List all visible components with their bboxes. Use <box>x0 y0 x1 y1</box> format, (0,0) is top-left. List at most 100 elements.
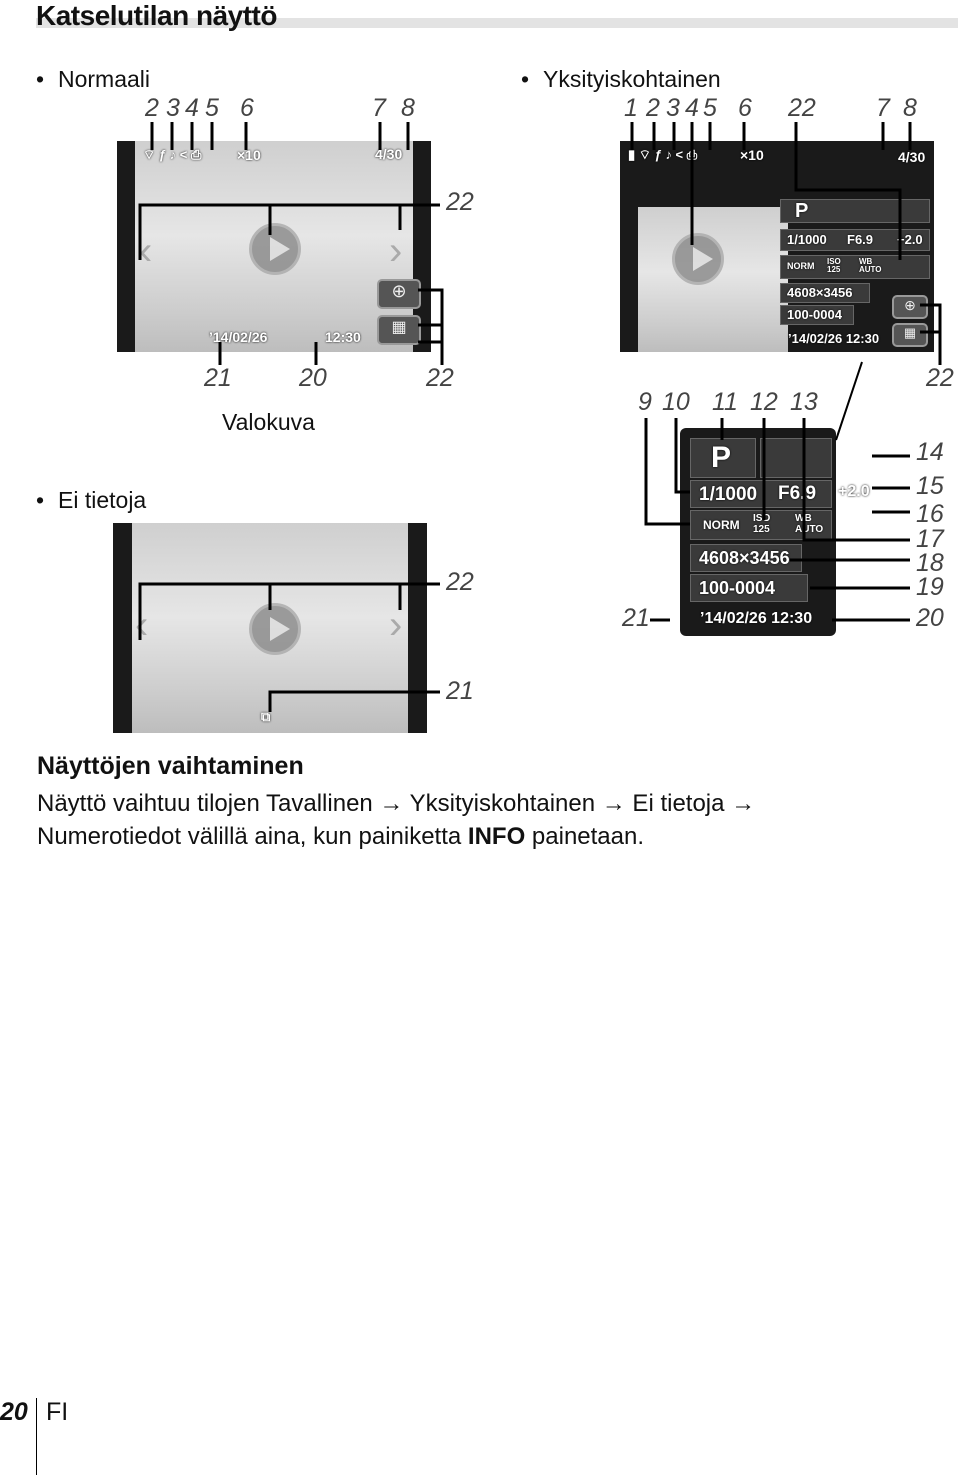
callout-22-b: 22 <box>426 364 454 392</box>
photo-date: ’14/02/26 <box>209 329 268 345</box>
datetime: ’14/02/26 12:30 <box>700 610 813 627</box>
callout-17: 17 <box>916 525 944 553</box>
callout-22-d: 22 <box>788 94 816 122</box>
prev-arrow-icon[interactable]: ‹ <box>139 229 153 273</box>
sequence-icon: ⧉ <box>261 709 271 724</box>
exposure-comp: +2.0 <box>897 232 923 247</box>
file-number: 100-0004 <box>787 307 842 322</box>
play-icon[interactable] <box>249 603 301 655</box>
exposure-box: 1/1000 F6.9 +2.0 <box>780 229 930 251</box>
histogram <box>760 438 832 478</box>
footer-divider <box>36 1398 37 1475</box>
language-code: FI <box>46 1398 69 1426</box>
callout-21: 21 <box>204 364 232 392</box>
callout-5: 5 <box>205 94 219 122</box>
callout-9: 9 <box>638 388 652 416</box>
frame-count: 4/30 <box>898 149 926 165</box>
callout-4: 4 <box>685 94 699 122</box>
detailed-screen: ▮ ⌔ ƒ ♪ < ⎙ ×10 4/30 P 1/1000 F6.9 +2.0 … <box>620 141 934 352</box>
callout-18: 18 <box>916 549 944 577</box>
callout-16: 16 <box>916 500 944 528</box>
normal-label: Normaali <box>36 66 150 93</box>
callout-3: 3 <box>166 94 180 122</box>
photo-time: 12:30 <box>325 329 361 345</box>
callout-2: 2 <box>646 94 660 122</box>
file-number-box: 100-0004 <box>690 574 808 602</box>
frame-count: 4/30 <box>375 146 403 162</box>
zoomed-info-panel: P 1/1000 F6.9 +2.0 NORM ISO 125 WB AUTO … <box>680 428 870 636</box>
callout-20: 20 <box>299 364 327 392</box>
next-arrow-icon[interactable]: › <box>389 229 403 273</box>
copies-count: ×10 <box>740 147 764 163</box>
paragraph-line-1: Näyttö vaihtuu tilojen Tavallinen → Yksi… <box>37 790 756 817</box>
callout-14: 14 <box>916 438 944 466</box>
quality: NORM <box>787 261 815 271</box>
image-size: 4608×3456 <box>699 548 790 568</box>
callout-19: 19 <box>916 573 944 601</box>
iso: ISO 125 <box>753 513 771 535</box>
info-button-label: INFO <box>467 823 526 850</box>
index-icon[interactable]: ▦ <box>892 323 928 347</box>
shooting-mode: P <box>795 200 809 222</box>
callout-8: 8 <box>903 94 917 122</box>
callout-2: 2 <box>145 94 159 122</box>
callout-15: 15 <box>916 472 944 500</box>
zoom-icon[interactable]: ⊕ <box>377 279 421 309</box>
play-icon[interactable] <box>672 233 724 285</box>
callout-1: 1 <box>624 94 638 122</box>
callout-22-a: 22 <box>446 188 474 216</box>
callout-lines <box>138 122 942 712</box>
callout-13: 13 <box>790 388 818 416</box>
callout-21: 21 <box>622 604 650 632</box>
callout-4: 4 <box>185 94 199 122</box>
file-number: 100-0004 <box>699 578 776 598</box>
callout-7: 7 <box>876 94 890 122</box>
settings-box: NORM ISO 125 WB AUTO <box>690 510 832 540</box>
aperture: F6.9 <box>847 232 874 247</box>
shooting-mode: P <box>711 441 732 474</box>
callout-6: 6 <box>240 94 254 122</box>
zoom-icon[interactable]: ⊕ <box>892 295 928 319</box>
quality: NORM <box>703 518 740 532</box>
section-heading: Näyttöjen vaihtaminen <box>37 752 304 780</box>
callout-20: 20 <box>916 604 944 632</box>
image-size: 4608×3456 <box>787 285 853 300</box>
callout-5: 5 <box>703 94 717 122</box>
image-size-box: 4608×3456 <box>690 544 802 572</box>
noinfo-label: Ei tietoja <box>36 487 146 514</box>
exposure-box: 1/1000 <box>690 480 832 508</box>
callout-22-c: 22 <box>446 568 474 596</box>
mode-histogram-box: P <box>780 199 930 223</box>
status-icons: ▮ ⌔ ƒ ♪ < ⎙ <box>628 147 698 162</box>
settings-box: NORM ISO 125 WB AUTO <box>780 255 930 279</box>
white-balance: WB AUTO <box>859 257 882 274</box>
prev-arrow-icon[interactable]: ‹ <box>135 603 149 647</box>
page-number: 20 <box>0 1398 28 1426</box>
shutter-speed: 1/1000 <box>787 232 827 247</box>
shutter-speed: 1/1000 <box>699 484 758 505</box>
photo-caption: Valokuva <box>222 409 315 435</box>
normal-screen: ⌔ ƒ ♪ < ⎙ ×10 4/30 ‹ › ⊕ ▦ ’14/02/26 12:… <box>117 141 431 352</box>
callout-21-b: 21 <box>446 677 474 705</box>
copies-count: ×10 <box>237 147 261 163</box>
aperture: F6.9 <box>778 483 817 504</box>
image-size-box: 4608×3456 <box>780 283 870 303</box>
iso: ISO 125 <box>827 257 841 274</box>
callout-7: 7 <box>372 94 386 122</box>
callout-3: 3 <box>666 94 680 122</box>
callout-10: 10 <box>662 388 690 416</box>
callout-12: 12 <box>750 388 778 416</box>
callout-8: 8 <box>401 94 415 122</box>
status-icons: ⌔ ƒ ♪ < ⎙ <box>143 147 202 162</box>
index-icon[interactable]: ▦ <box>377 315 421 345</box>
exposure-comp: +2.0 <box>838 483 870 500</box>
next-arrow-icon[interactable]: › <box>389 603 403 647</box>
play-icon[interactable] <box>249 223 301 275</box>
paragraph-line-2: Numerotiedot välillä aina, kun painikett… <box>37 823 644 851</box>
callout-22-e: 22 <box>926 364 954 392</box>
line-2-text: Numerotiedot välillä aina, kun painikett… <box>37 823 468 850</box>
detailed-label: Yksityiskohtainen <box>521 66 721 93</box>
page-title: Katselutilan näyttö <box>36 0 277 31</box>
callout-6: 6 <box>738 94 752 122</box>
file-number-box: 100-0004 <box>780 305 854 325</box>
